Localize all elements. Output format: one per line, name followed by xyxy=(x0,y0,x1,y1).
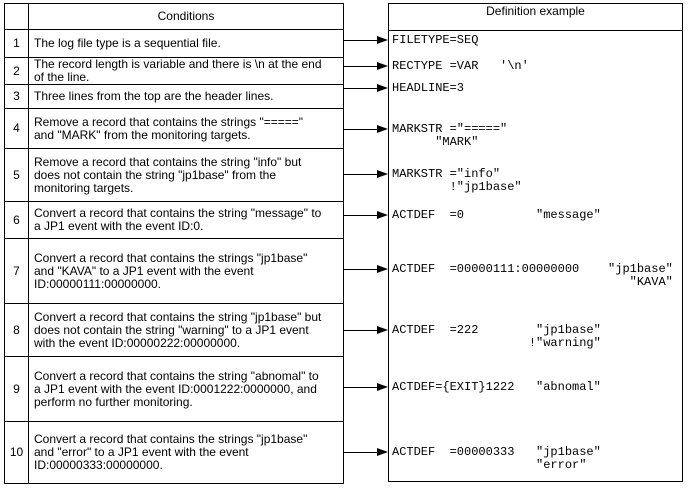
arrow-line xyxy=(344,268,378,270)
arrow-head xyxy=(377,169,388,178)
condition-number: 4 xyxy=(4,108,29,149)
arrow-head xyxy=(377,210,388,219)
arrow-line xyxy=(344,214,378,216)
condition-text: Convert a record that contains the strin… xyxy=(28,238,344,304)
condition-number: 6 xyxy=(4,201,29,239)
corner-cell xyxy=(4,3,29,30)
condition-text: The record length is variable and there … xyxy=(28,57,344,85)
condition-number: 5 xyxy=(4,148,29,202)
arrow-line xyxy=(344,128,378,130)
definition-panel-header: Definition example xyxy=(389,4,682,31)
definition-entry: RECTYPE =VAR '\n' xyxy=(392,59,529,73)
condition-text: Three lines from the top are the header … xyxy=(28,84,344,109)
definition-entry: ACTDEF =222 "jp1base" !"warning" xyxy=(392,323,601,350)
definition-entry: ACTDEF={EXIT}1222 "abnomal" xyxy=(392,380,601,394)
definition-entry: FILETYPE=SEQ xyxy=(392,33,479,47)
condition-number: 3 xyxy=(4,84,29,109)
condition-text: Convert a record that contains the strin… xyxy=(28,356,344,422)
arrow-head xyxy=(377,325,388,334)
arrow-right-icon xyxy=(344,210,388,220)
definition-entry: ACTDEF =0 "message" xyxy=(392,208,601,222)
arrow-right-icon xyxy=(344,325,388,335)
arrow-line xyxy=(344,386,378,388)
arrow-right-icon xyxy=(344,382,388,392)
condition-number: 2 xyxy=(4,57,29,85)
arrow-line xyxy=(344,451,378,453)
condition-number: 8 xyxy=(4,303,29,357)
condition-text: The log file type is a sequential file. xyxy=(28,29,344,58)
arrow-right-icon xyxy=(344,61,388,71)
arrow-head xyxy=(377,61,388,70)
definition-entry: HEADLINE=3 xyxy=(392,81,465,95)
condition-number: 9 xyxy=(4,356,29,422)
arrow-head xyxy=(377,124,388,133)
arrow-right-icon xyxy=(344,83,388,93)
arrow-right-icon xyxy=(344,35,388,45)
definition-entry: MARKSTR ="=====" "MARK" xyxy=(392,122,508,149)
arrow-head xyxy=(377,382,388,391)
definition-panel: Definition example FILETYPE=SEQ RECTYPE =… xyxy=(388,3,683,482)
arrow-line xyxy=(344,173,378,175)
condition-number: 7 xyxy=(4,238,29,304)
arrow-right-icon xyxy=(344,447,388,457)
arrow-right-icon xyxy=(344,264,388,274)
conditions-header-row: Conditions xyxy=(4,3,344,30)
arrow-head xyxy=(377,447,388,456)
arrow-right-icon xyxy=(344,169,388,179)
condition-text: Remove a record that contains the string… xyxy=(28,148,344,202)
condition-text: Convert a record that contains the strin… xyxy=(28,201,344,239)
definition-entry: MARKSTR ="info" !"jp1base" xyxy=(392,167,522,194)
arrow-head xyxy=(377,35,388,44)
definition-entry: ACTDEF =00000111:00000000 "jp1base" "KAV… xyxy=(392,262,673,289)
arrow-line xyxy=(344,39,378,41)
conditions-header: Conditions xyxy=(28,3,344,30)
arrow-line xyxy=(344,329,378,331)
condition-number: 1 xyxy=(4,29,29,58)
arrow-right-icon xyxy=(344,124,388,134)
arrow-line xyxy=(344,87,378,89)
condition-number: 10 xyxy=(4,421,29,484)
arrow-head xyxy=(377,83,388,92)
definition-entry: ACTDEF =00000333 "jp1base" "error" xyxy=(392,445,601,472)
arrow-head xyxy=(377,264,388,273)
arrow-line xyxy=(344,65,378,67)
condition-text: Convert a record that contains the strin… xyxy=(28,303,344,357)
condition-text: Convert a record that contains the strin… xyxy=(28,421,344,484)
condition-text: Remove a record that contains the string… xyxy=(28,108,344,149)
